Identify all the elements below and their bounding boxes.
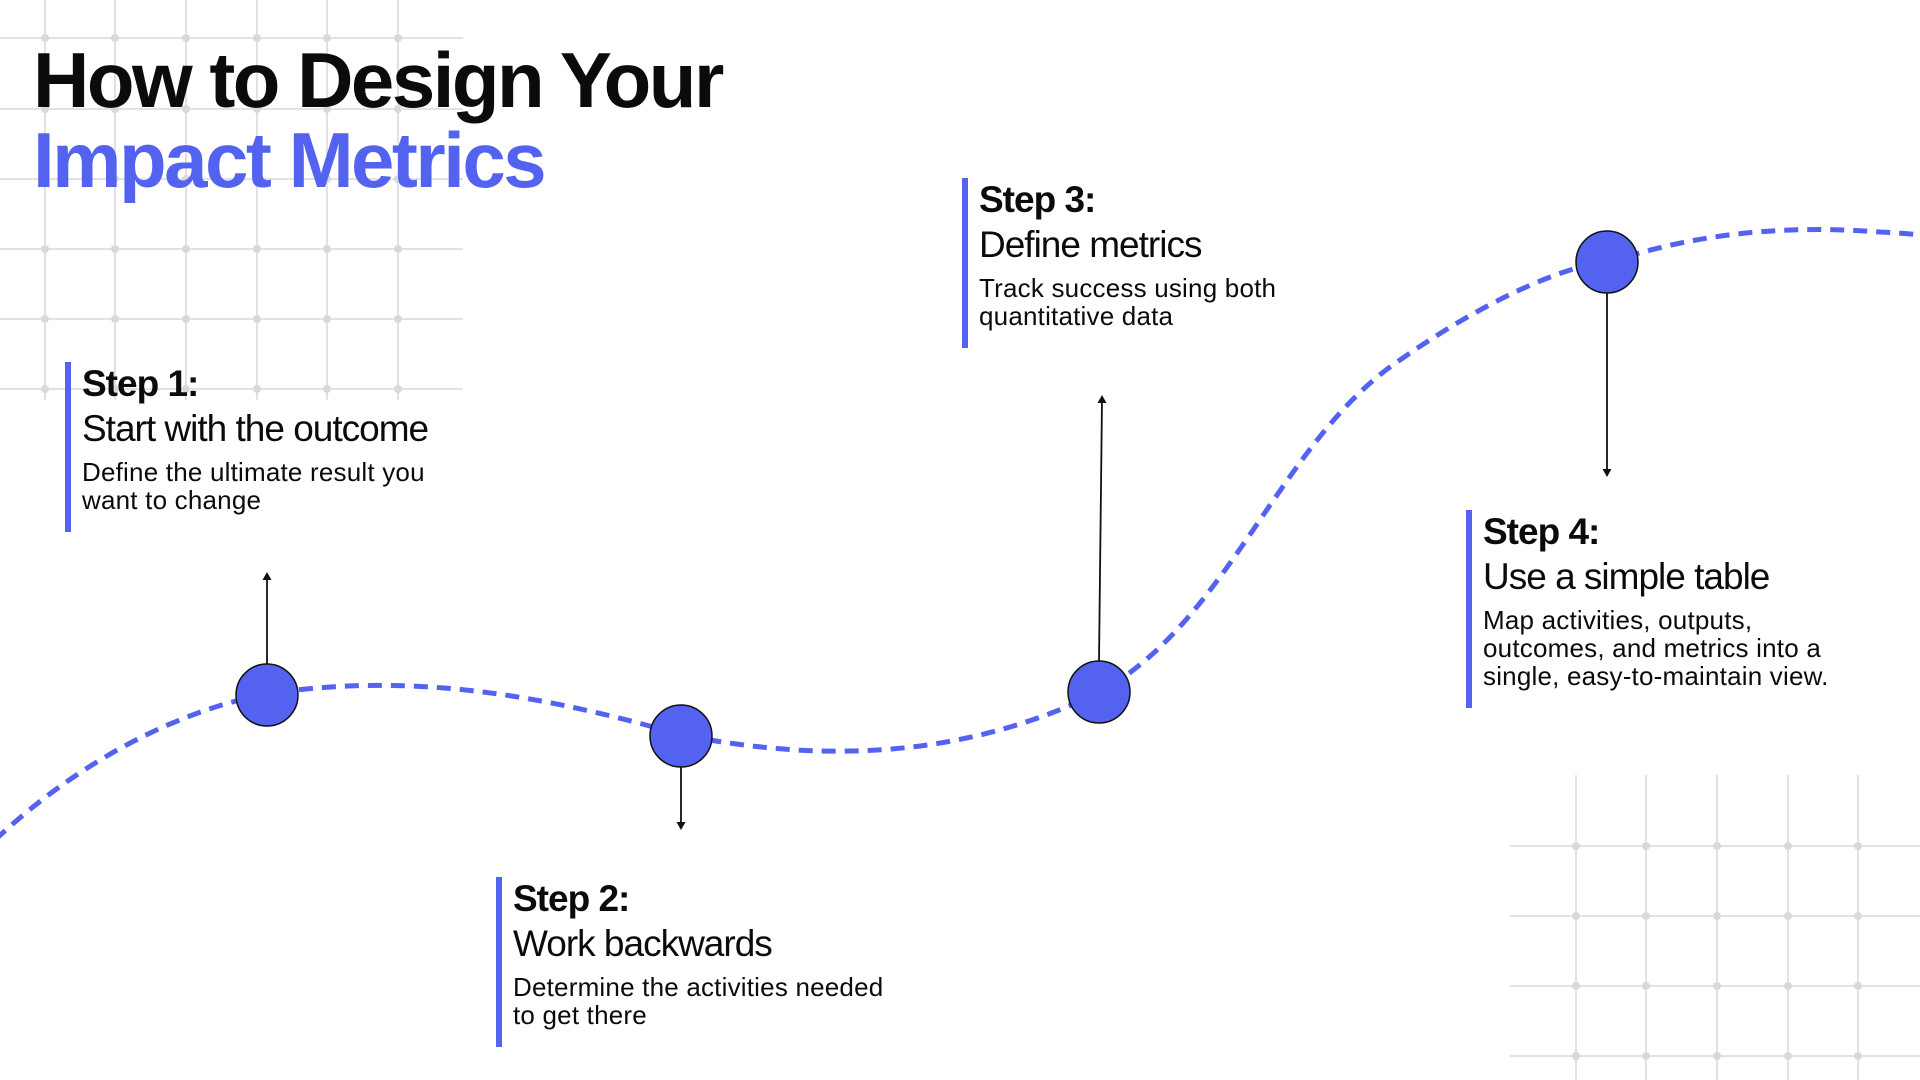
step-2-card: Step 2: Work backwards Determine the act… [496, 877, 956, 1047]
step-3-node [1067, 660, 1131, 724]
grid-dot [323, 105, 331, 113]
grid-dot [1642, 912, 1650, 920]
step-1-description: Define the ultimate result you want to c… [82, 457, 425, 515]
grid-dot [323, 34, 331, 42]
grid-dot [394, 105, 402, 113]
grid-dot [1713, 1052, 1721, 1060]
grid-dot [1784, 1052, 1792, 1060]
arrowhead-up [262, 572, 272, 580]
grid-dot [41, 315, 49, 323]
grid-dot [1784, 842, 1792, 850]
grid-dot [182, 385, 190, 393]
arrowhead-down [1602, 469, 1612, 477]
grid-dot [1713, 982, 1721, 990]
grid-dot [394, 315, 402, 323]
grid-dot [253, 245, 261, 253]
page-title: How to Design Your Impact Metrics [33, 36, 724, 204]
arrowhead-up [1097, 395, 1107, 403]
grid-dot [323, 385, 331, 393]
title-line-1: How to Design Your [33, 36, 724, 124]
grid-dot [182, 105, 190, 113]
grid-dot [1713, 912, 1721, 920]
connector-step-1 [262, 572, 272, 664]
step-1-card: Step 1: Start with the outcome Define th… [65, 362, 475, 532]
grid-dot [182, 34, 190, 42]
step-1-title: Start with the outcome [82, 408, 429, 449]
step-4-node [1575, 230, 1639, 294]
step-2-label: Step 2: [513, 878, 630, 919]
grid-dot [111, 34, 119, 42]
grid-dot [1642, 842, 1650, 850]
grid-dot [1784, 982, 1792, 990]
connector-step-2 [676, 766, 686, 830]
grid-dot [394, 245, 402, 253]
step-2-title: Work backwards [513, 923, 773, 964]
grid-dot [1854, 1052, 1862, 1060]
step-4-label: Step 4: [1483, 511, 1600, 552]
grid-dot [1572, 912, 1580, 920]
step-2-description: Determine the activities needed to get t… [513, 972, 884, 1030]
grid-dot [323, 175, 331, 183]
step-3-card: Step 3: Define metrics Track success usi… [962, 178, 1322, 348]
title-line-2-highlight: Impact Metrics [33, 116, 547, 204]
grid-dot [1854, 842, 1862, 850]
grid-dot [1642, 1052, 1650, 1060]
grid-dot [111, 175, 119, 183]
grid-dot [41, 105, 49, 113]
step-2-node [649, 704, 713, 768]
grid-dot [1642, 982, 1650, 990]
step-1-node [235, 663, 299, 727]
connector-step-4 [1602, 293, 1612, 477]
grid-dot [394, 175, 402, 183]
grid-dot [41, 175, 49, 183]
grid-dot [394, 34, 402, 42]
grid-dot [253, 105, 261, 113]
decorative-grid-bottom-right [1510, 775, 1920, 1080]
roadmap-dashed-curve [0, 227, 1920, 839]
grid-dot [1854, 912, 1862, 920]
decorative-grid-top-left [0, 0, 463, 400]
grid-dot [253, 315, 261, 323]
grid-dot [1713, 842, 1721, 850]
step-4-title: Use a simple table [1483, 556, 1770, 597]
grid-dot [253, 175, 261, 183]
grid-dot [1854, 982, 1862, 990]
grid-dot [182, 245, 190, 253]
grid-dot [41, 245, 49, 253]
step-3-title: Define metrics [979, 224, 1202, 265]
step-1-label: Step 1: [82, 363, 199, 404]
arrowhead-down [676, 822, 686, 830]
grid-dot [253, 34, 261, 42]
grid-dot [1572, 982, 1580, 990]
grid-dot [323, 315, 331, 323]
step-4-description: Map activities, outputs, outcomes, and m… [1483, 605, 1829, 691]
grid-dot [1784, 912, 1792, 920]
grid-dot [1572, 1052, 1580, 1060]
grid-dot [1572, 842, 1580, 850]
connector-step-3 [1097, 395, 1107, 662]
step-4-card: Step 4: Use a simple table Map activitie… [1466, 510, 1906, 708]
grid-dot [182, 315, 190, 323]
grid-dot [111, 385, 119, 393]
grid-dot [182, 175, 190, 183]
grid-dot [111, 245, 119, 253]
grid-dot [41, 385, 49, 393]
grid-dot [394, 385, 402, 393]
step-3-label: Step 3: [979, 179, 1096, 220]
grid-dot [111, 315, 119, 323]
grid-dot [253, 385, 261, 393]
grid-dot [111, 105, 119, 113]
step-3-description: Track success using both quantitative da… [979, 273, 1277, 331]
grid-dot [323, 245, 331, 253]
grid-dot [41, 34, 49, 42]
